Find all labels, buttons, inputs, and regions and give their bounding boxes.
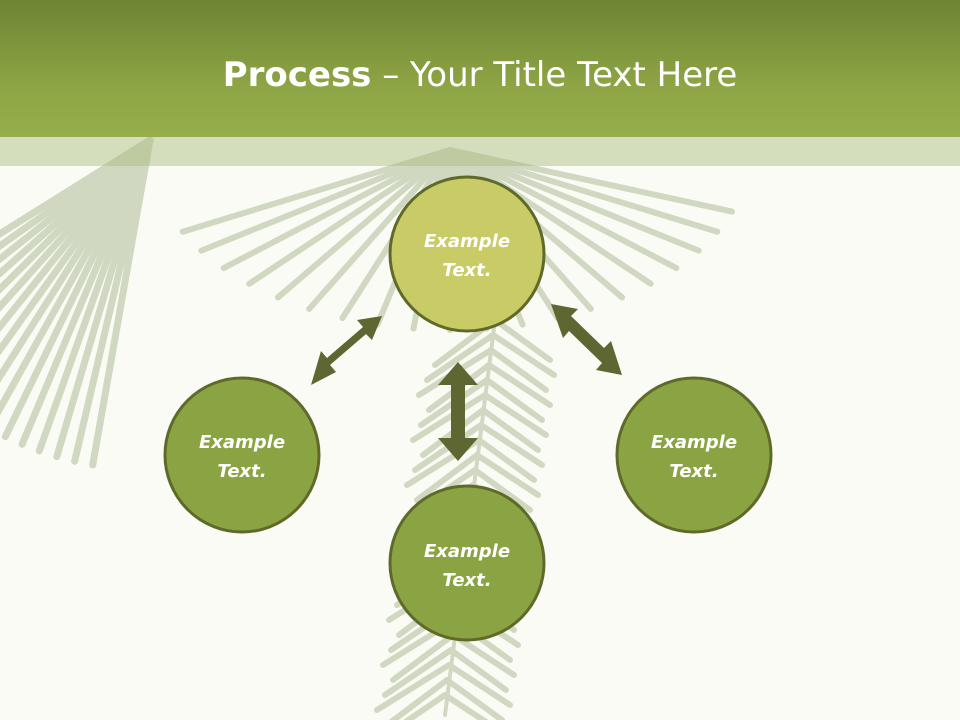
node-circle [163, 376, 321, 534]
node-circle [615, 376, 773, 534]
title-bold-part: Process [222, 55, 372, 95]
arrow-top-left [311, 316, 382, 385]
node-label-line1: Example [199, 432, 285, 453]
node-label-line1: Example [651, 432, 737, 453]
node-label-line2: Text. [217, 461, 266, 482]
node-label-line2: Text. [669, 461, 718, 482]
title-rest-part: – Your Title Text Here [371, 55, 738, 95]
node-label-line1: Example [424, 231, 510, 252]
process-node-top: Example Text. [388, 175, 546, 333]
node-circle [388, 484, 546, 642]
node-label-line2: Text. [442, 260, 491, 281]
arrow-vertical [438, 362, 478, 461]
title-strip [0, 137, 960, 166]
slide-title: Process – Your Title Text Here [0, 52, 960, 98]
title-bar [0, 0, 960, 137]
process-node-left: Example Text. [163, 376, 321, 534]
process-node-bottom: Example Text. [388, 484, 546, 642]
process-node-right: Example Text. [615, 376, 773, 534]
arrow-top-right [551, 304, 622, 375]
node-label-line2: Text. [442, 570, 491, 591]
node-label-line1: Example [424, 541, 510, 562]
node-circle [388, 175, 546, 333]
